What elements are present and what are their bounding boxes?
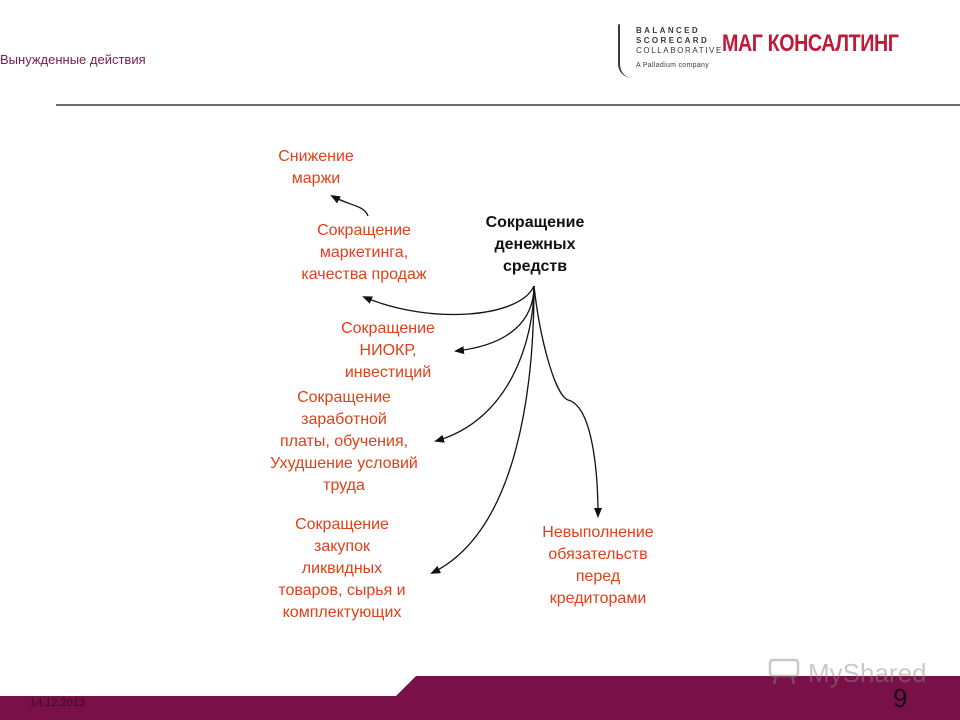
section-title: Вынужденные действия [0, 52, 146, 67]
arrow-to-salary [434, 285, 535, 443]
footer-band [0, 676, 960, 720]
arrow-to-purchases [430, 285, 535, 574]
arrow-to-rnd [454, 285, 535, 355]
arrow-to-creditors [533, 285, 602, 518]
node-rnd-cut: Сокращение НИОКР, инвестиций [341, 320, 435, 381]
logo-tagline: A Palladium company [636, 62, 710, 69]
bsc-logo: BALANCED SCORECARD COLLABORATIVE A Palla… [618, 24, 721, 92]
header-divider [56, 104, 960, 106]
arrow-to-margin [330, 195, 369, 217]
node-creditors-default: Невыполнение обязательств перед кредитор… [542, 524, 654, 607]
node-margin-decrease: Снижение маржи [278, 148, 354, 187]
arrow-to-marketing [362, 285, 535, 316]
center-node-cash-cut: Сокращение денежных средств [485, 214, 585, 275]
node-salary-cut: Сокращение заработной платы, обучения, У… [270, 389, 418, 494]
footer-date: 14.12.2013 [30, 697, 86, 709]
node-purchases-cut: Сокращение закупок ликвидных товаров, сы… [278, 516, 406, 621]
cart-icon [768, 658, 800, 685]
watermark: MyShared [766, 656, 927, 692]
logo-line-3: COLLABORATIVE [636, 46, 723, 55]
brand-name: МАГ КОНСАЛТИНГ [722, 30, 899, 57]
logo-line-1: BALANCED [636, 26, 701, 35]
bsc-logo-bracket-icon [618, 24, 632, 78]
node-marketing-cut: Сокращение маркетинга, качества продаж [301, 222, 427, 283]
watermark-text: MyShared [808, 658, 927, 688]
page-number: 9 [893, 683, 908, 713]
logo-line-2: SCORECARD [636, 36, 710, 45]
